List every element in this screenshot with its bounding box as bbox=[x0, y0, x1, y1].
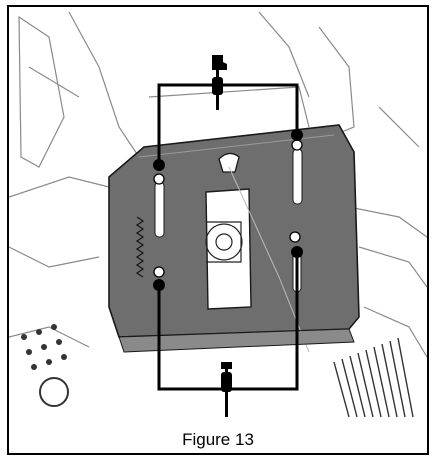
cover-plate bbox=[108, 124, 360, 353]
lift-handle bbox=[218, 152, 240, 173]
background-machinery bbox=[9, 11, 427, 358]
slot-upper-right bbox=[292, 148, 303, 205]
wrench-icon bbox=[212, 55, 227, 110]
foot-pad bbox=[21, 324, 69, 407]
callout-dots bbox=[153, 129, 303, 291]
machine-illustration bbox=[9, 11, 427, 418]
bolt-icon bbox=[289, 231, 301, 243]
fasteners bbox=[153, 139, 303, 278]
figure-caption: Figure 13 bbox=[182, 430, 254, 449]
wrench-icon bbox=[221, 362, 232, 417]
bolt-icon bbox=[153, 173, 165, 185]
drive-shaft bbox=[205, 221, 243, 263]
plate-lip bbox=[118, 328, 355, 353]
figure-frame: Figure 13 bbox=[7, 5, 429, 455]
cable bbox=[228, 166, 310, 353]
bolt-icon bbox=[291, 139, 303, 151]
engine-grille bbox=[333, 337, 414, 418]
bolt-icon bbox=[153, 266, 165, 278]
tension-spring bbox=[135, 216, 145, 278]
slot-upper-left bbox=[154, 181, 165, 238]
